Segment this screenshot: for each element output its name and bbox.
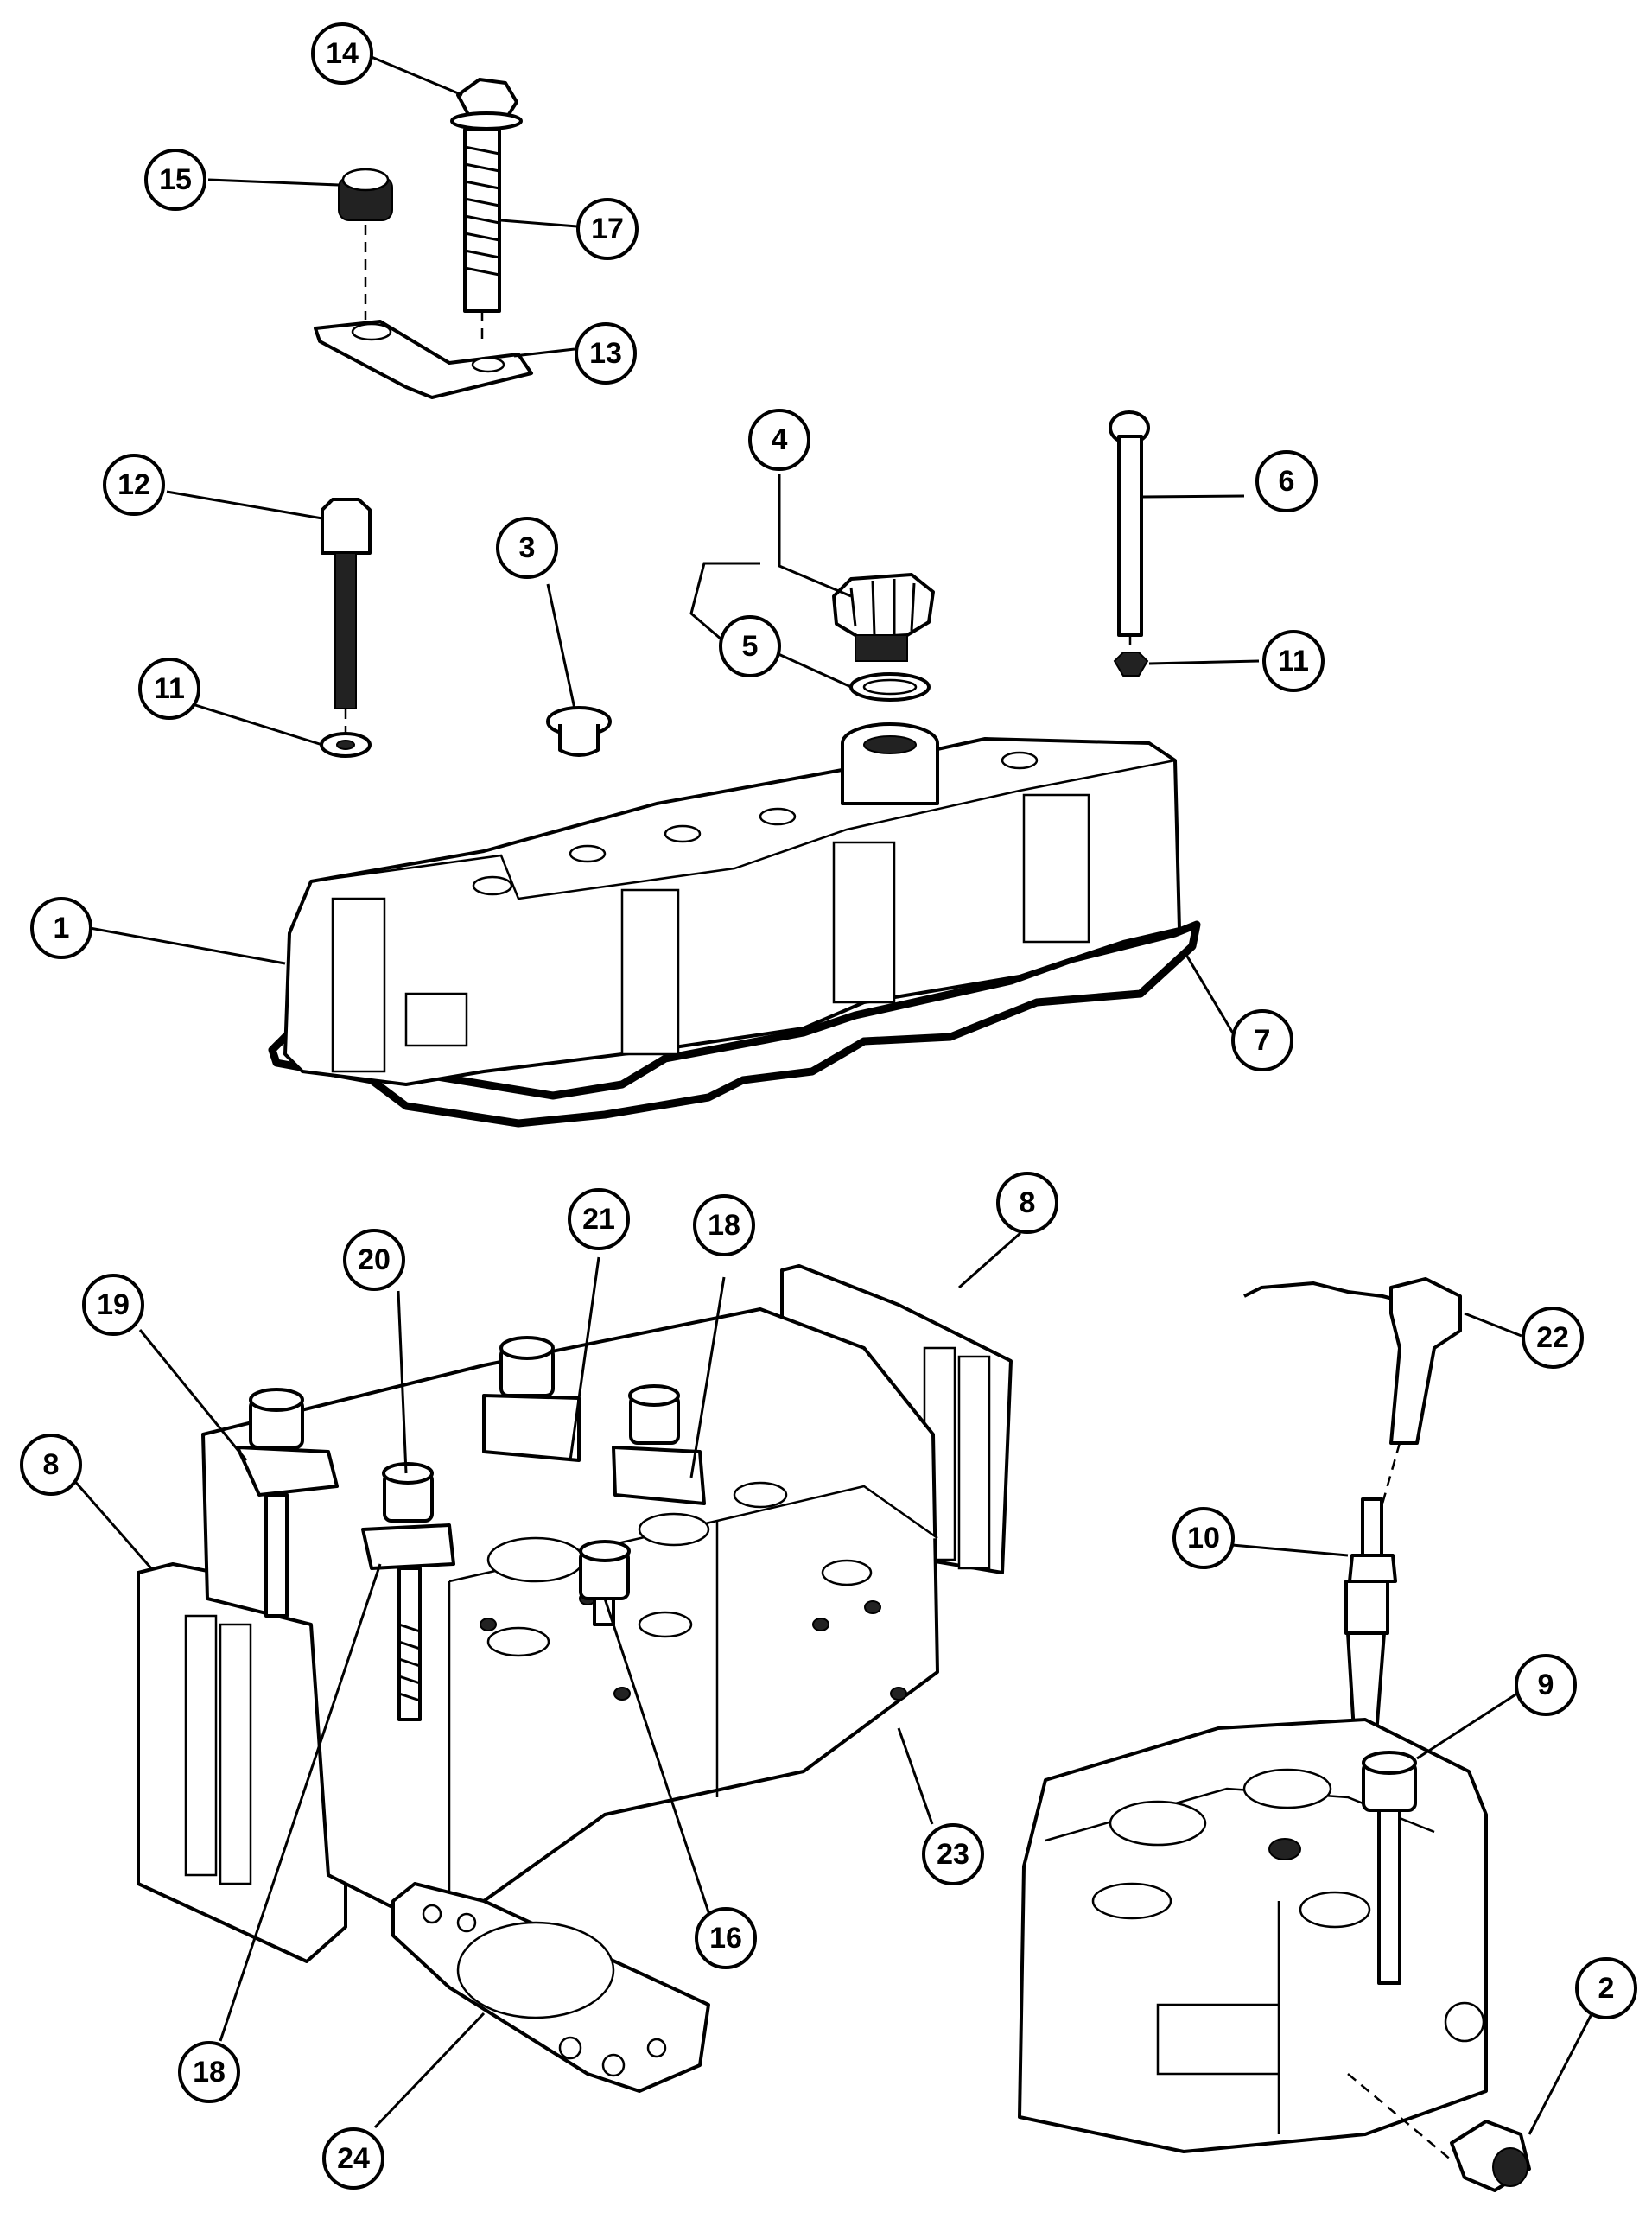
callout-19: 19 — [82, 1274, 144, 1336]
head-section-right — [1018, 1277, 1531, 2192]
svg-text:7: 7 — [1255, 1024, 1271, 1057]
callout-17: 15 — [144, 149, 206, 211]
svg-text:12: 12 — [118, 468, 150, 501]
svg-text:24: 24 — [337, 2142, 370, 2175]
callout-4: 4 — [748, 409, 810, 471]
svg-text:5: 5 — [742, 630, 759, 663]
callout-8-left: 8 — [20, 1434, 82, 1496]
connector-22-shape — [1389, 1277, 1462, 1445]
callout-14: 13 — [575, 322, 637, 385]
svg-text:3: 3 — [519, 531, 536, 564]
svg-text:22: 22 — [1536, 1321, 1569, 1354]
callout-13: 17 — [576, 198, 639, 260]
svg-text:10: 10 — [1187, 1522, 1220, 1555]
svg-text:20: 20 — [358, 1243, 391, 1276]
callout-23: 23 — [922, 1823, 984, 1885]
svg-text:13: 13 — [589, 337, 622, 370]
svg-text:1: 1 — [54, 912, 70, 944]
svg-text:15: 15 — [159, 163, 192, 196]
svg-text:23: 23 — [937, 1838, 969, 1871]
callout-22: 22 — [1522, 1307, 1584, 1369]
callout-9: 9 — [1515, 1654, 1577, 1716]
callout-16: 14 — [311, 22, 373, 85]
svg-text:8: 8 — [1020, 1186, 1036, 1219]
svg-text:9: 9 — [1538, 1669, 1554, 1701]
oil-filler-cap-4 — [832, 573, 935, 702]
svg-text:8: 8 — [43, 1448, 60, 1481]
callouts: 14 15 17 13 12 11 3 4 5 6 11 1 7 8 21 18… — [20, 22, 1637, 2190]
callout-15: 16 — [695, 1907, 757, 1969]
callout-12: 12 — [103, 454, 165, 516]
svg-text:6: 6 — [1279, 465, 1295, 498]
cap-3 — [546, 706, 612, 757]
svg-text:14: 14 — [326, 37, 359, 70]
bracket-assembly — [314, 78, 533, 399]
callout-24: 24 — [322, 2127, 384, 2190]
callout-7: 7 — [1231, 1009, 1293, 1071]
svg-text:18: 18 — [193, 2056, 226, 2089]
svg-text:4: 4 — [772, 423, 788, 456]
bolt-12-assembly — [320, 498, 372, 758]
gasket-7-shape — [268, 920, 1201, 1128]
callout-10: 10 — [1172, 1507, 1235, 1569]
rocker-cover-1 — [268, 722, 1201, 1128]
svg-text:21: 21 — [582, 1203, 615, 1236]
callout-6: 6 — [1255, 450, 1318, 512]
svg-text:11: 11 — [154, 672, 185, 705]
svg-text:11: 11 — [1278, 645, 1309, 677]
svg-text:16: 16 — [709, 1922, 742, 1955]
callout-21: 21 — [568, 1188, 630, 1250]
callout-8-right: 8 — [996, 1172, 1058, 1234]
leader-lines — [70, 55, 1594, 2135]
callout-11-right: 11 — [1262, 630, 1325, 692]
bolt-12-head — [321, 498, 372, 555]
callout-20: 20 — [343, 1229, 405, 1291]
svg-text:18: 18 — [708, 1209, 740, 1242]
cylinder-head-assembly — [137, 1264, 1013, 2093]
clamp-bolts — [236, 1336, 706, 1721]
svg-text:17: 17 — [591, 213, 624, 245]
svg-text:2: 2 — [1598, 1972, 1615, 2005]
svg-text:19: 19 — [97, 1288, 130, 1321]
callout-1: 1 — [30, 897, 92, 959]
callout-3: 3 — [496, 517, 558, 579]
callout-11-left: 11 — [138, 658, 200, 720]
bolt-6-assembly — [1109, 410, 1150, 677]
callout-5: 5 — [719, 615, 781, 677]
callout-18-top: 18 — [693, 1194, 755, 1256]
callout-2: 2 — [1575, 1957, 1637, 2019]
callout-18-bottom: 18 — [178, 2041, 240, 2103]
